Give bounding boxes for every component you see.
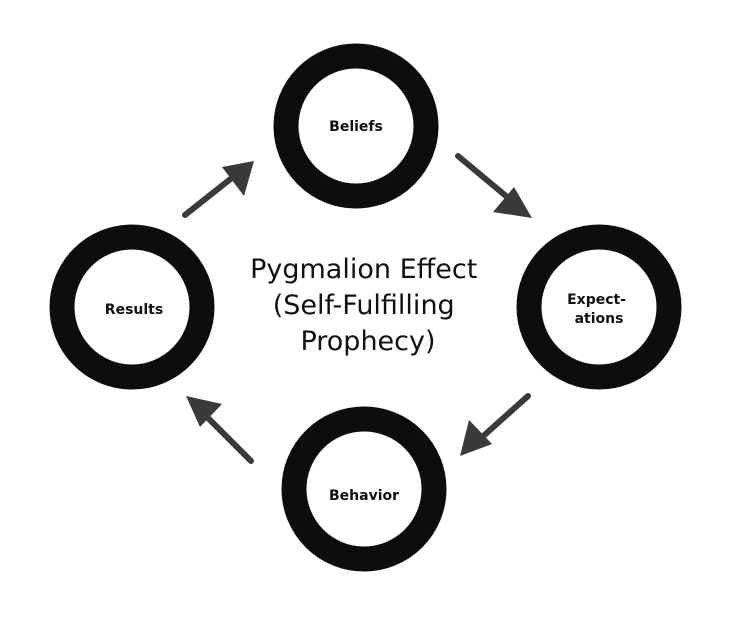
node-behavior-ring bbox=[281, 406, 447, 572]
node-results: Results bbox=[49, 224, 215, 390]
node-expectations-label-line-1: Expect- bbox=[567, 292, 626, 308]
node-expectations: Expect- ations bbox=[516, 224, 682, 390]
node-behavior-label: Behavior bbox=[329, 488, 399, 504]
node-beliefs: Beliefs bbox=[273, 43, 439, 209]
arrow-beliefs-to-expectations bbox=[455, 153, 532, 218]
node-behavior: Behavior bbox=[281, 406, 447, 572]
arrow-behavior-to-results-shaft bbox=[202, 412, 254, 464]
arrow-results-to-beliefs bbox=[182, 161, 254, 218]
center-title-line-3: Prophecy) bbox=[300, 326, 435, 357]
arrow-expectations-to-behavior-shaft bbox=[477, 393, 531, 442]
arrow-behavior-to-results-head bbox=[186, 396, 222, 427]
arrow-beliefs-to-expectations-head bbox=[493, 187, 532, 218]
arrow-beliefs-to-expectations-shaft bbox=[455, 153, 515, 204]
node-expectations-label-line-2: ations bbox=[575, 311, 624, 327]
node-beliefs-label: Beliefs bbox=[329, 119, 383, 135]
node-results-ring bbox=[49, 224, 215, 390]
center-title: Pygmalion Effect (Self-Fulfilling Prophe… bbox=[250, 254, 486, 357]
node-expectations-label: Expect- ations bbox=[567, 292, 631, 327]
node-expectations-ring bbox=[516, 224, 682, 390]
arrow-results-to-beliefs-head bbox=[222, 161, 254, 196]
node-beliefs-ring bbox=[273, 43, 439, 209]
arrow-expectations-to-behavior bbox=[460, 393, 531, 456]
arrow-expectations-to-behavior-head bbox=[460, 420, 492, 456]
center-title-line-1: Pygmalion Effect bbox=[250, 254, 477, 285]
center-title-line-2: (Self-Fulfilling bbox=[273, 290, 455, 321]
node-results-label: Results bbox=[105, 302, 163, 318]
arrow-results-to-beliefs-shaft bbox=[182, 174, 236, 218]
arrow-behavior-to-results bbox=[186, 396, 254, 464]
